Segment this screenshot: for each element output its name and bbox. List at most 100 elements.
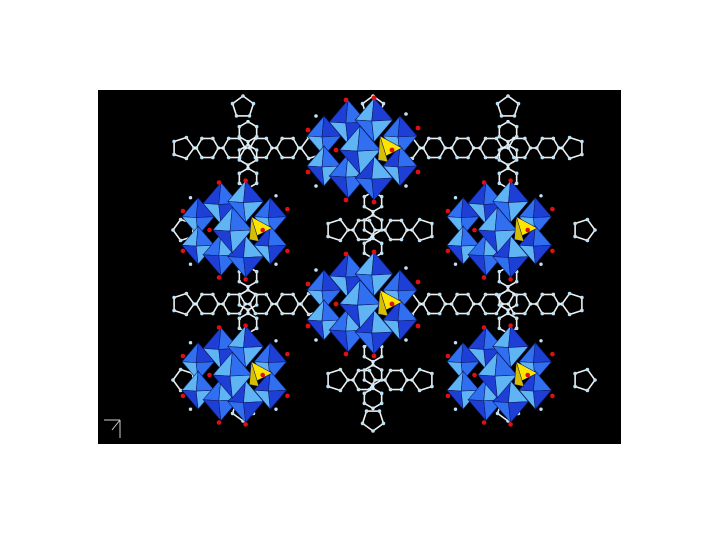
atom — [514, 158, 519, 162]
bond — [479, 294, 487, 305]
bond — [172, 379, 182, 391]
bond — [439, 294, 446, 305]
atom — [356, 218, 361, 223]
bond — [173, 153, 187, 160]
bond — [195, 138, 203, 149]
bond — [586, 229, 596, 241]
atom — [514, 303, 519, 307]
hexagon-ring — [362, 386, 384, 411]
bond — [419, 218, 433, 225]
oxygen-atom — [550, 351, 555, 357]
atom — [567, 135, 572, 140]
tetrahedron-face — [249, 216, 260, 242]
atom — [171, 378, 175, 382]
octahedron-face — [328, 329, 349, 353]
octahedron-face — [533, 244, 553, 265]
atom — [430, 221, 434, 226]
atom — [466, 136, 470, 141]
atom — [567, 291, 572, 296]
oxygen-atom — [371, 249, 377, 255]
atom — [497, 303, 502, 307]
hexagon-ring — [248, 292, 274, 316]
atom — [455, 292, 459, 297]
oxygen-atom — [550, 206, 555, 212]
bond — [173, 136, 187, 143]
atom — [399, 387, 404, 392]
atom — [523, 136, 527, 141]
bond — [173, 309, 187, 316]
oxygen-atom — [389, 301, 395, 307]
bond — [180, 368, 194, 375]
atom — [237, 124, 242, 129]
atom — [580, 139, 584, 144]
octahedron-face — [328, 99, 349, 124]
atom — [338, 388, 343, 393]
hexagon-ring — [449, 292, 476, 316]
atom — [580, 152, 584, 157]
bond — [300, 293, 310, 305]
atom — [523, 292, 527, 297]
bond — [569, 136, 583, 143]
bond — [265, 138, 273, 149]
bond — [574, 368, 588, 375]
hexagon-ring — [237, 288, 259, 312]
atom — [388, 387, 393, 392]
atom — [338, 367, 343, 372]
octahedron-face — [508, 201, 530, 224]
atom — [360, 101, 365, 106]
atom — [399, 218, 404, 223]
bond — [238, 147, 246, 158]
atom — [551, 136, 556, 141]
atom — [381, 421, 386, 426]
octahedron-face — [227, 256, 246, 279]
octahedron-face — [268, 197, 288, 218]
atom — [226, 136, 231, 141]
atom — [494, 155, 499, 160]
bond — [495, 138, 503, 149]
hexagon-ring — [421, 136, 448, 160]
bond — [212, 138, 220, 149]
atom — [585, 217, 590, 222]
bond — [422, 147, 430, 158]
atom — [338, 217, 343, 222]
atom — [291, 311, 295, 316]
atom — [388, 218, 393, 223]
hexagon-ring — [362, 213, 384, 237]
oxygen-atom — [260, 372, 265, 378]
oxygen-atom — [525, 227, 530, 233]
atom — [326, 384, 330, 389]
atom — [254, 181, 259, 186]
atom — [540, 155, 545, 160]
bond — [479, 138, 487, 149]
atom — [226, 155, 231, 160]
bond — [249, 303, 257, 314]
cluster-bottom-left — [180, 323, 290, 427]
bond — [552, 138, 560, 149]
bond — [574, 235, 588, 242]
oxygen-atom — [389, 147, 395, 153]
bond — [467, 303, 475, 314]
bond — [419, 385, 433, 392]
hexagon-ring — [497, 311, 519, 336]
atom — [237, 326, 242, 331]
bond — [561, 147, 571, 159]
atom — [404, 184, 408, 188]
octahedron-face — [243, 324, 264, 348]
bond — [339, 219, 349, 231]
atom — [237, 279, 242, 284]
atom — [430, 371, 434, 376]
octahedron-face — [181, 225, 199, 247]
oxygen-atom — [216, 275, 222, 280]
tetrahedron-face — [377, 135, 389, 163]
octahedron-face — [229, 229, 253, 254]
oxygen-atom — [550, 393, 555, 399]
atom — [567, 312, 572, 317]
octahedron-face — [467, 254, 487, 277]
atom — [371, 429, 375, 433]
atom — [506, 119, 510, 124]
atom — [573, 384, 577, 389]
atom — [453, 407, 458, 411]
atom — [379, 241, 384, 246]
atom — [514, 181, 519, 186]
atom — [172, 139, 176, 144]
